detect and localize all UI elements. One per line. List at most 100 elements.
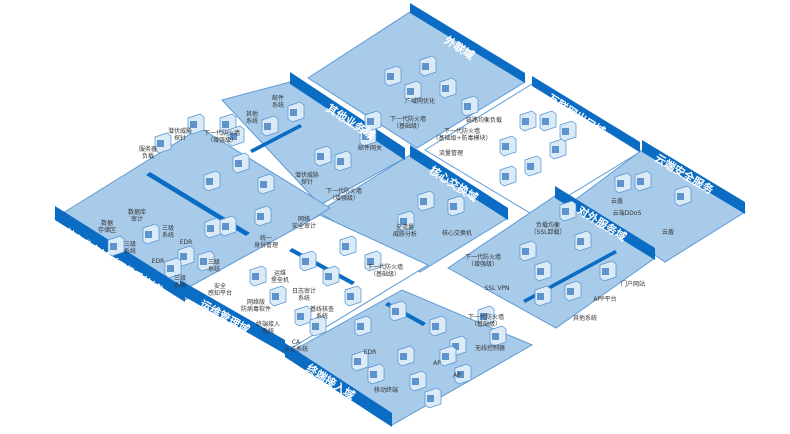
- banner-internet-exit: [532, 76, 640, 152]
- device-icon: [524, 155, 542, 177]
- label-ap-2: AP: [453, 372, 461, 379]
- banner-ops: [180, 280, 285, 354]
- label-edr-2: EDR: [151, 258, 165, 265]
- device-icon: [389, 300, 407, 322]
- device-icon: [564, 280, 582, 302]
- label-other-sys-1: 其他 系统: [245, 111, 259, 125]
- device-icon: [287, 101, 305, 123]
- device-icon: [477, 305, 495, 327]
- device-icon: [674, 185, 692, 207]
- label-cloud-ddos: 云端DDoS: [612, 210, 642, 217]
- label-log-audit: 日志审计 系统: [291, 288, 317, 302]
- device-icon: [154, 132, 172, 154]
- device-icon: [424, 387, 442, 409]
- banner-core-business: [55, 206, 185, 302]
- device-icon: [499, 135, 517, 157]
- label-server-lb: 服务器 负载: [138, 146, 158, 160]
- device-icon: [549, 138, 567, 160]
- label-ngfw-av: 下一代防火墙 （基础级+防毒模块）: [432, 128, 492, 142]
- label-ngfw-basic-2: 下一代防火墙 （基础级）: [366, 264, 404, 278]
- device-icon: [419, 55, 437, 77]
- device-icon: [232, 152, 250, 174]
- label-l3-2: 三级 系统: [123, 241, 137, 255]
- device-icon: [599, 260, 617, 282]
- device-icon: [249, 265, 267, 287]
- device-icon: [634, 170, 652, 192]
- device-icon: [499, 165, 517, 187]
- device-icon: [254, 205, 272, 227]
- device-icon: [107, 235, 125, 257]
- label-apt-probe-2: 潜伏威胁 探针: [294, 172, 320, 186]
- device-icon: [309, 315, 327, 337]
- device-icon: [187, 113, 205, 135]
- label-sec-aware: 安全 感知平台: [207, 283, 233, 297]
- device-icon: [397, 210, 415, 232]
- device-icon: [294, 305, 312, 327]
- device-icon: [164, 257, 182, 279]
- device-icon: [197, 250, 215, 272]
- device-icon: [454, 363, 472, 385]
- label-core-switch: 核心交换机: [441, 230, 473, 237]
- device-icon: [539, 110, 557, 132]
- label-edr-1: EDR: [179, 239, 193, 246]
- label-mobile: 移动终端: [373, 387, 399, 394]
- label-lb-ssl: 负载均衡 （SSL卸载）: [530, 222, 566, 236]
- label-apt-probe-1: 潜伏威胁 探针: [167, 128, 193, 142]
- device-icon: [534, 260, 552, 282]
- banner-external: [410, 3, 525, 83]
- device-icon: [257, 173, 275, 195]
- device-icon: [367, 363, 385, 385]
- label-av-net: 网络版 防病毒软件: [240, 299, 272, 313]
- label-link-lb: 链路均衡负载: [465, 117, 503, 124]
- label-mail-gw: 邮件网关: [357, 145, 383, 152]
- device-icon: [364, 250, 382, 272]
- device-icon: [574, 230, 592, 252]
- label-wlc: 无线控制器: [474, 345, 506, 352]
- device-icon: [219, 215, 237, 237]
- label-net-audit: 网络 安全审计: [291, 216, 317, 230]
- device-icon: [461, 95, 479, 117]
- device-icon: [439, 77, 457, 99]
- label-data-store: 数据 存储区: [97, 220, 117, 234]
- banner-cloud: [642, 140, 745, 214]
- label-ngfw-enh-3: 下一代防火墙 （增强级）: [464, 254, 502, 268]
- device-icon: [142, 223, 160, 245]
- device-icon: [322, 265, 340, 287]
- label-nac: 终端接入 系统: [255, 321, 281, 335]
- device-icon: [559, 120, 577, 142]
- device-icon: [269, 285, 287, 307]
- device-icon: [204, 217, 222, 239]
- label-iam: 统一 身份管理: [253, 235, 279, 249]
- device-icon: [397, 345, 415, 367]
- device-icon: [417, 190, 435, 212]
- device-icon: [334, 150, 352, 172]
- device-icon: [519, 110, 537, 132]
- label-cloud-shield-1: 云盾: [610, 198, 624, 205]
- divider-bar: [250, 124, 302, 153]
- label-ndr: 全流量 威胁分析: [392, 224, 418, 238]
- label-bastion: 运维 堡垒机: [270, 270, 290, 284]
- banner-core-switch: [410, 145, 508, 220]
- device-icon: [534, 285, 552, 307]
- device-icons: [107, 55, 692, 409]
- device-icon: [351, 350, 369, 372]
- label-cloud-shield-2: 云盾: [661, 229, 675, 236]
- device-icon: [261, 115, 279, 137]
- label-l3-3: 三级 系统: [173, 275, 187, 289]
- device-icon: [439, 345, 457, 367]
- label-portal: 门户网站: [620, 281, 646, 288]
- device-icon: [614, 172, 632, 194]
- label-mail-sys: 邮件 系统: [271, 95, 285, 109]
- device-icon: [429, 315, 447, 337]
- device-icon: [354, 315, 372, 337]
- label-edr-3: EDR: [363, 349, 377, 356]
- banner-public-service: [555, 186, 655, 260]
- label-ngfw-basic-1: 下一代防火墙 （基础级）: [389, 116, 427, 130]
- label-ngfw-basic-3: 下一代防火墙 （基础级）: [467, 314, 505, 328]
- device-icon: [384, 65, 402, 87]
- label-traffic-mgmt: 流量管理: [438, 150, 464, 157]
- device-icon: [409, 370, 427, 392]
- device-icon: [404, 80, 422, 102]
